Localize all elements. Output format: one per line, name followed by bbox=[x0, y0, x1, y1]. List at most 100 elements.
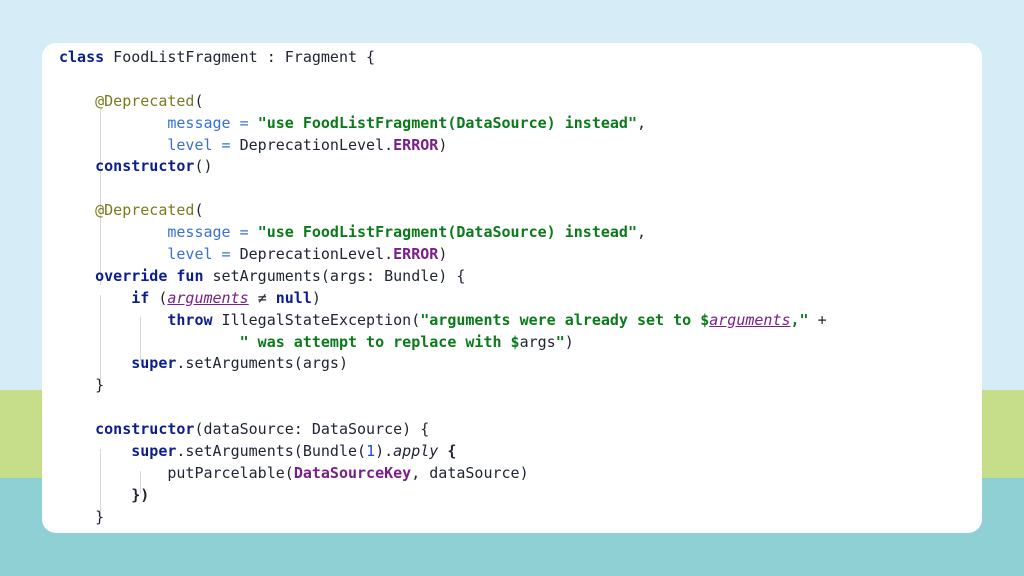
indent-guide bbox=[100, 295, 101, 383]
code-token bbox=[59, 486, 131, 504]
code-token: ," bbox=[790, 310, 809, 329]
code-token: message bbox=[167, 223, 231, 242]
indent-guide bbox=[140, 317, 141, 361]
code-token bbox=[59, 289, 131, 307]
code-token: ≠ bbox=[248, 288, 276, 307]
code-token: putParcelable( bbox=[59, 463, 294, 482]
code-token bbox=[59, 114, 167, 132]
code-token: = bbox=[212, 135, 240, 154]
code-card: class FoodListFragment : Fragment { @Dep… bbox=[42, 43, 982, 533]
code-token: args bbox=[519, 332, 556, 351]
code-token: = bbox=[230, 113, 258, 132]
code-token: @Deprecated bbox=[95, 91, 195, 110]
code-token: "arguments were already set to $ bbox=[420, 310, 710, 329]
code-token: if bbox=[131, 288, 150, 307]
indent-guide bbox=[140, 471, 141, 493]
code-line: message = "use FoodListFragment(DataSour… bbox=[59, 222, 827, 244]
code-token: , bbox=[636, 223, 647, 242]
code-token: super bbox=[131, 442, 177, 461]
code-line: @Deprecated( bbox=[59, 91, 827, 113]
code-line bbox=[59, 397, 827, 419]
code-token bbox=[59, 223, 167, 241]
code-token: = bbox=[212, 245, 240, 264]
code-token bbox=[59, 92, 95, 110]
code-token: message bbox=[167, 113, 231, 132]
code-line: level = DeprecationLevel.ERROR) bbox=[59, 135, 827, 157]
code-token: super bbox=[131, 354, 177, 373]
code-token: ( bbox=[194, 201, 204, 220]
code-token: ) bbox=[438, 245, 448, 264]
code-token bbox=[59, 354, 131, 372]
indent-guide bbox=[100, 109, 101, 219]
code-line: } bbox=[59, 375, 827, 397]
code-line: super.setArguments(Bundle(1).apply { bbox=[59, 441, 827, 463]
code-token: .setArguments(args) bbox=[176, 354, 348, 373]
code-token bbox=[438, 442, 447, 460]
code-token: setArguments(args: Bundle) { bbox=[203, 266, 466, 285]
code-line: throw IllegalStateException("arguments w… bbox=[59, 310, 827, 332]
code-line: constructor() bbox=[59, 156, 827, 178]
code-token: ( bbox=[194, 91, 204, 110]
code-token: () bbox=[194, 157, 213, 176]
code-token: apply bbox=[393, 442, 439, 461]
code-token: ( bbox=[149, 288, 168, 307]
code-line: } bbox=[59, 507, 827, 529]
code-token bbox=[59, 267, 95, 285]
code-token: null bbox=[275, 288, 312, 307]
code-token: , bbox=[636, 113, 647, 132]
code-token: FoodListFragment : Fragment { bbox=[104, 48, 376, 66]
code-token: ) bbox=[438, 135, 448, 154]
code-token: " was attempt to replace with $ bbox=[239, 332, 520, 351]
code-token: .setArguments(Bundle( bbox=[176, 442, 367, 461]
code-token: } bbox=[59, 376, 105, 395]
code-token: ERROR bbox=[393, 245, 439, 264]
code-token: , dataSource) bbox=[411, 463, 529, 482]
code-token: ). bbox=[375, 442, 394, 461]
code-token: level bbox=[167, 135, 213, 154]
code-token: @Deprecated bbox=[95, 201, 195, 220]
code-token: } bbox=[59, 507, 105, 526]
code-token bbox=[59, 201, 95, 219]
code-token: constructor bbox=[95, 157, 195, 176]
code-line: constructor(dataSource: DataSource) { bbox=[59, 419, 827, 441]
code-token: constructor bbox=[95, 420, 195, 439]
code-token: = bbox=[230, 223, 258, 242]
code-token: IllegalStateException( bbox=[212, 310, 421, 329]
code-token: level bbox=[167, 245, 213, 264]
code-token: "use FoodListFragment(DataSource) instea… bbox=[257, 113, 637, 132]
code-line: super.setArguments(args) bbox=[59, 353, 827, 375]
code-token bbox=[59, 136, 167, 154]
indent-guide bbox=[100, 219, 101, 285]
code-token: ERROR bbox=[393, 135, 439, 154]
code-token: " bbox=[555, 332, 565, 351]
code-line: message = "use FoodListFragment(DataSour… bbox=[59, 113, 827, 135]
code-token: override fun bbox=[95, 266, 204, 285]
code-token: ) bbox=[311, 288, 321, 307]
code-token: DeprecationLevel. bbox=[239, 245, 394, 264]
code-token: throw bbox=[167, 310, 213, 329]
code-token: ) bbox=[564, 332, 574, 351]
code-line: @Deprecated( bbox=[59, 200, 827, 222]
code-token: }) bbox=[131, 485, 150, 504]
code-token bbox=[59, 311, 167, 329]
code-token bbox=[59, 442, 131, 460]
code-line bbox=[59, 69, 827, 91]
code-block: class FoodListFragment : Fragment { @Dep… bbox=[59, 47, 827, 529]
code-token: (dataSource: DataSource) { bbox=[194, 420, 430, 439]
code-line: level = DeprecationLevel.ERROR) bbox=[59, 244, 827, 266]
code-token bbox=[59, 420, 95, 438]
code-line: }) bbox=[59, 485, 827, 507]
code-token: DataSourceKey bbox=[293, 463, 412, 482]
code-line: " was attempt to replace with $args") bbox=[59, 332, 827, 354]
code-line: if (arguments ≠ null) bbox=[59, 288, 827, 310]
code-token: + bbox=[808, 310, 827, 329]
code-token bbox=[59, 245, 167, 263]
code-line bbox=[59, 178, 827, 200]
code-line: override fun setArguments(args: Bundle) … bbox=[59, 266, 827, 288]
code-line: class FoodListFragment : Fragment { bbox=[59, 47, 827, 69]
code-token: arguments bbox=[167, 288, 249, 307]
code-token: class bbox=[59, 48, 105, 66]
indent-guide bbox=[100, 449, 101, 515]
code-token: "use FoodListFragment(DataSource) instea… bbox=[257, 223, 637, 242]
code-token bbox=[59, 157, 95, 175]
